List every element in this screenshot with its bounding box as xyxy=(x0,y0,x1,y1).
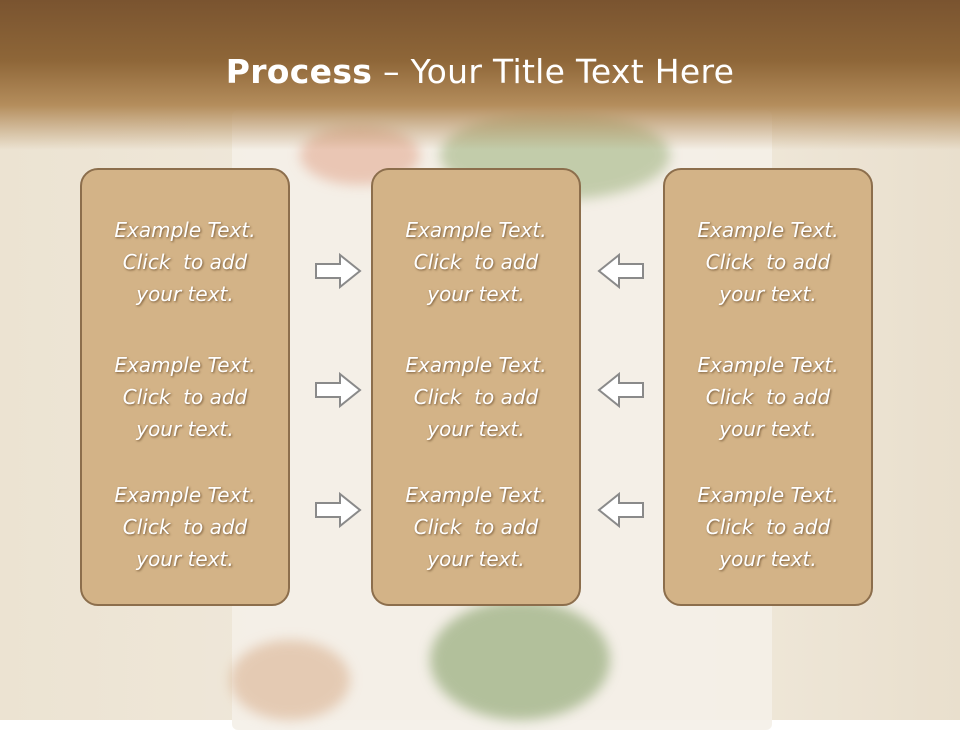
slide-title[interactable]: Process – Your Title Text Here xyxy=(0,52,960,91)
text-line: Example Text. xyxy=(405,218,547,242)
text-line: your text. xyxy=(136,282,234,306)
text-line: Example Text. xyxy=(405,483,547,507)
text-line: Example Text. xyxy=(405,353,547,377)
text-item[interactable]: Example Text. Click to add your text. xyxy=(82,214,288,310)
text-line: your text. xyxy=(719,417,817,441)
text-line: your text. xyxy=(427,547,525,571)
background-bread xyxy=(230,640,350,720)
text-line: Click to add xyxy=(122,385,248,409)
text-line: Example Text. xyxy=(697,218,839,242)
text-line: Click to add xyxy=(705,250,831,274)
text-line: your text. xyxy=(427,282,525,306)
arrow-left-icon xyxy=(597,371,644,409)
text-line: Example Text. xyxy=(697,483,839,507)
text-line: Example Text. xyxy=(114,218,256,242)
arrow-right-icon xyxy=(315,491,362,529)
text-box-left[interactable]: Example Text. Click to add your text. Exam… xyxy=(80,168,290,606)
background-basil-bottom xyxy=(430,600,610,720)
text-line: Click to add xyxy=(413,515,539,539)
text-line: your text. xyxy=(427,417,525,441)
text-box-right[interactable]: Example Text. Click to add your text. Exam… xyxy=(663,168,873,606)
text-item[interactable]: Example Text. Click to add your text. xyxy=(82,479,288,575)
text-line: your text. xyxy=(136,417,234,441)
text-line: your text. xyxy=(719,547,817,571)
arrow-right-icon xyxy=(315,371,362,409)
text-line: your text. xyxy=(136,547,234,571)
text-item[interactable]: Example Text. Click to add your text. xyxy=(82,349,288,445)
title-bold: Process xyxy=(225,52,373,91)
title-bar xyxy=(0,0,960,150)
text-line: Click to add xyxy=(122,250,248,274)
text-item[interactable]: Example Text. Click to add your text. xyxy=(665,349,871,445)
text-line: Click to add xyxy=(705,385,831,409)
text-line: Click to add xyxy=(413,250,539,274)
text-line: Click to add xyxy=(122,515,248,539)
text-line: Click to add xyxy=(413,385,539,409)
arrow-left-icon xyxy=(597,252,644,290)
text-line: Click to add xyxy=(705,515,831,539)
text-box-middle[interactable]: Example Text. Click to add your text. Exam… xyxy=(371,168,581,606)
text-line: Example Text. xyxy=(697,353,839,377)
text-item[interactable]: Example Text. Click to add your text. xyxy=(665,214,871,310)
title-rest: – Your Title Text Here xyxy=(372,52,735,91)
text-line: Example Text. xyxy=(114,353,256,377)
text-line: your text. xyxy=(719,282,817,306)
arrow-right-icon xyxy=(315,252,362,290)
text-line: Example Text. xyxy=(114,483,256,507)
text-item[interactable]: Example Text. Click to add your text. xyxy=(373,349,579,445)
text-item[interactable]: Example Text. Click to add your text. xyxy=(373,214,579,310)
arrow-left-icon xyxy=(597,491,644,529)
text-item[interactable]: Example Text. Click to add your text. xyxy=(373,479,579,575)
text-item[interactable]: Example Text. Click to add your text. xyxy=(665,479,871,575)
